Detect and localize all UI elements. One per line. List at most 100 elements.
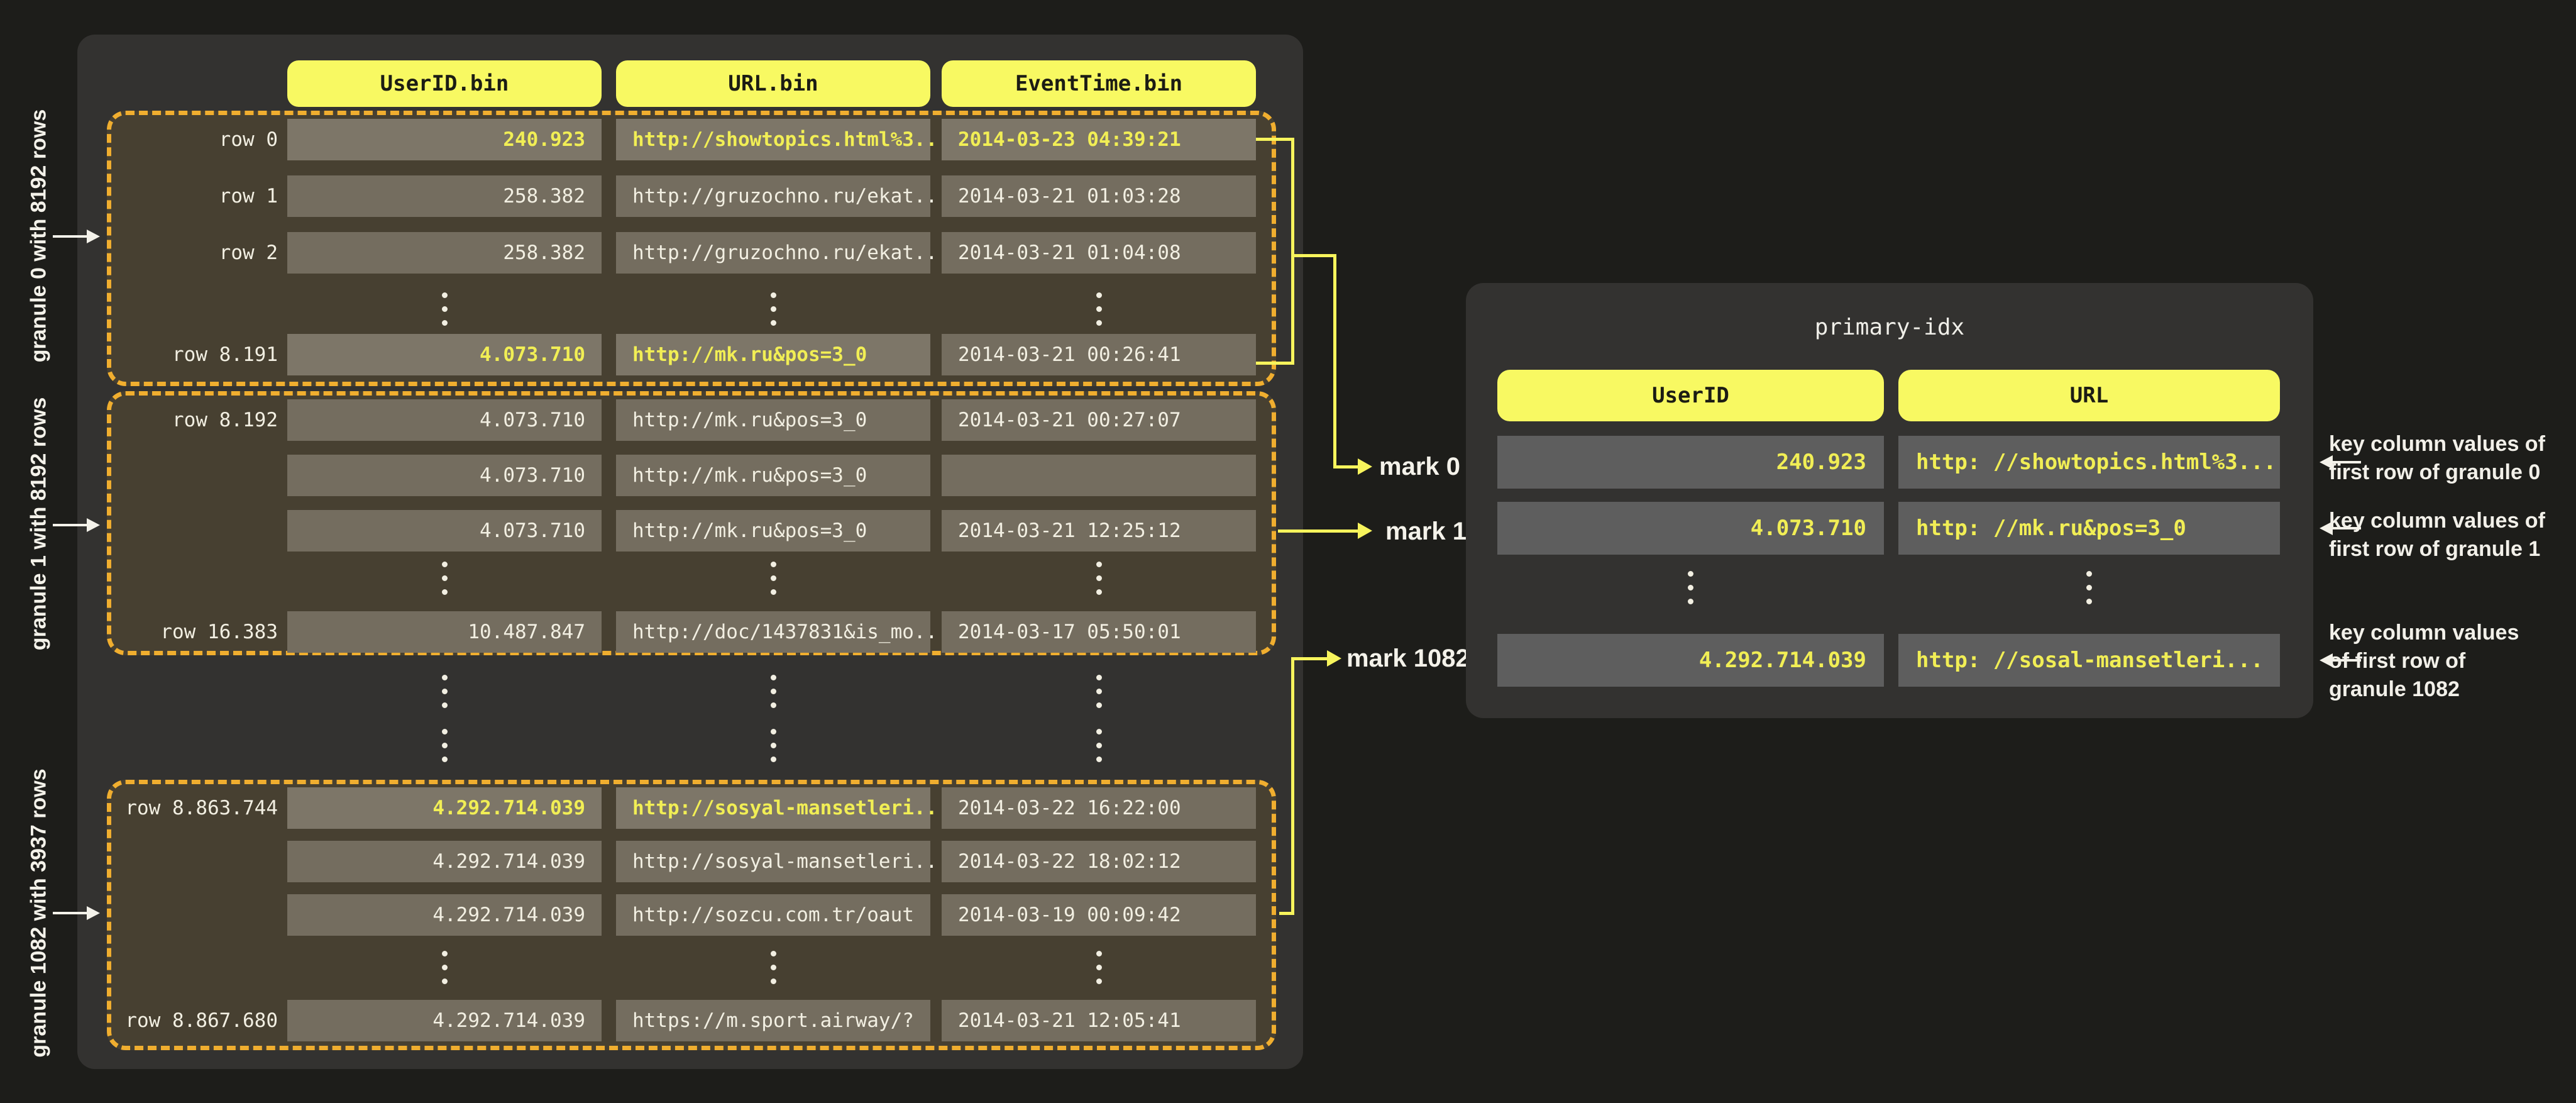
annotation-line: key column values of <box>2329 507 2545 535</box>
ellipsis-dots <box>942 670 1256 712</box>
granule-1082-arrow-icon <box>87 906 100 920</box>
column-header-url-bin: URL.bin <box>616 60 930 107</box>
cell-url: https://m.sport.airway/? <box>616 1000 930 1041</box>
index-cell-url: http: //showtopics.html%3... <box>1898 436 2280 489</box>
table-row: row 2 258.382 http://gruzochno.ru/ekat..… <box>0 232 2576 274</box>
annotation-line: of first row of <box>2329 647 2519 675</box>
mark0-row8191-stub <box>1256 362 1294 365</box>
ellipsis-dots <box>942 288 1256 330</box>
ellipsis-dots <box>287 288 602 330</box>
cell-userid: 4.073.710 <box>287 510 602 552</box>
row-label: row 8.863.744 <box>107 787 278 829</box>
mark1082-arrow-line <box>1291 657 1328 660</box>
cell-userid: 4.073.710 <box>287 455 602 496</box>
granule-0-side-label: granule 0 with 8192 rows <box>27 109 52 362</box>
cell-url: http://sosyal-mansetleri... <box>616 841 930 882</box>
mark1082-label: mark 1082 <box>1346 646 1470 671</box>
mark0-arrow-icon <box>1358 458 1372 475</box>
ellipsis-dots <box>616 557 930 599</box>
cell-eventtime: 2014-03-22 16:22:00 <box>942 787 1256 829</box>
mark0-label: mark 0 <box>1379 454 1460 479</box>
index-cell-url: http: //mk.ru&pos=3_0 <box>1898 502 2280 555</box>
row-label: row 1 <box>107 175 278 217</box>
ellipsis-dots <box>942 557 1256 599</box>
annotation-line: first row of granule 0 <box>2329 458 2545 487</box>
mark0-drop <box>1333 254 1336 468</box>
cell-userid: 4.292.714.039 <box>287 1000 602 1041</box>
ellipsis-dots <box>287 946 602 988</box>
cell-url: http://gruzochno.ru/ekat... <box>616 175 930 217</box>
granule-1-arrow-icon <box>87 518 100 532</box>
ellipsis-dots <box>287 557 602 599</box>
annotation-line: key column values of <box>2329 430 2545 458</box>
cell-eventtime: 2014-03-21 12:05:41 <box>942 1000 1256 1041</box>
cell-userid: 240.923 <box>287 119 602 160</box>
annotation-granule-0: key column values of first row of granul… <box>2329 430 2545 487</box>
cell-url: http://mk.ru&pos=3_0 <box>616 334 930 375</box>
cell-userid: 4.292.714.039 <box>287 841 602 882</box>
table-row: row 8.867.680 4.292.714.039 https://m.sp… <box>0 1000 2576 1041</box>
table-row: 4.292.714.039 http://sozcu.com.tr/oaut 2… <box>0 894 2576 936</box>
ellipsis-dots <box>287 670 602 712</box>
cell-eventtime: 2014-03-22 18:02:12 <box>942 841 1256 882</box>
ellipsis-dots <box>1497 567 1884 608</box>
cell-url: http://sosyal-mansetleri... <box>616 787 930 829</box>
table-row: row 1 258.382 http://gruzochno.ru/ekat..… <box>0 175 2576 217</box>
ellipsis-dots <box>616 724 930 766</box>
row-label: row 16.383 <box>107 611 278 653</box>
mark0-bracket <box>1291 138 1294 365</box>
cell-url: http://mk.ru&pos=3_0 <box>616 455 930 496</box>
ellipsis-dots <box>287 724 602 766</box>
index-cell-url: http: //sosal-mansetleri... <box>1898 634 2280 687</box>
granule-1-arrow-line <box>53 524 87 526</box>
row-label: row 8.191 <box>107 334 278 375</box>
mark0-takeoff <box>1291 254 1336 257</box>
mark1-arrow-icon <box>1358 523 1372 539</box>
ellipsis-dots <box>616 946 930 988</box>
table-row: 4.292.714.039 http://sosyal-mansetleri..… <box>0 841 2576 882</box>
annotation-line: key column values <box>2329 619 2519 647</box>
annotation-granule-1082: key column values of first row of granul… <box>2329 619 2519 704</box>
granule-1-side-label: granule 1 with 8192 rows <box>27 397 52 650</box>
granule-0-arrow-line <box>53 235 87 238</box>
row-label: row 2 <box>107 232 278 274</box>
cell-eventtime: 2014-03-17 05:50:01 <box>942 611 1256 653</box>
index-column-header-userid: UserID <box>1497 370 1884 421</box>
ellipsis-dots <box>616 288 930 330</box>
cell-url: http://showtopics.html%3... <box>616 119 930 160</box>
cell-userid: 4.073.710 <box>287 399 602 441</box>
mark1082-riser <box>1291 657 1294 915</box>
row-label: row 0 <box>107 119 278 160</box>
cell-eventtime-empty <box>942 455 1256 496</box>
granule-1082-side-label: granule 1082 with 3937 rows <box>27 768 52 1057</box>
cell-userid: 4.292.714.039 <box>287 894 602 936</box>
ellipsis-dots <box>616 670 930 712</box>
cell-url: http://gruzochno.ru/ekat... <box>616 232 930 274</box>
cell-eventtime: 2014-03-21 01:04:08 <box>942 232 1256 274</box>
row-label: row 8.192 <box>107 399 278 441</box>
row-label: row 8.867.680 <box>107 1000 278 1041</box>
cell-eventtime: 2014-03-23 04:39:21 <box>942 119 1256 160</box>
cell-eventtime: 2014-03-21 01:03:28 <box>942 175 1256 217</box>
cell-eventtime: 2014-03-21 00:27:07 <box>942 399 1256 441</box>
mark1-arrow-line <box>1278 529 1358 533</box>
ellipsis-dots <box>942 724 1256 766</box>
cell-userid: 258.382 <box>287 175 602 217</box>
cell-userid: 258.382 <box>287 232 602 274</box>
cell-url: http://mk.ru&pos=3_0 <box>616 510 930 552</box>
cell-eventtime: 2014-03-21 12:25:12 <box>942 510 1256 552</box>
annotation-granule-1: key column values of first row of granul… <box>2329 507 2545 563</box>
mark0-row0-stub <box>1256 138 1294 141</box>
cell-url: http://sozcu.com.tr/oaut <box>616 894 930 936</box>
column-header-eventtime-bin: EventTime.bin <box>942 60 1256 107</box>
annotation-line: first row of granule 1 <box>2329 535 2545 563</box>
cell-eventtime: 2014-03-19 00:09:42 <box>942 894 1256 936</box>
cell-userid: 10.487.847 <box>287 611 602 653</box>
cell-url: http://doc/1437831&is_mo... <box>616 611 930 653</box>
mark1082-arrow-icon <box>1327 650 1341 667</box>
granule-1082-arrow-line <box>53 912 87 914</box>
index-cell-userid: 4.292.714.039 <box>1497 634 1884 687</box>
cell-eventtime: 2014-03-21 00:26:41 <box>942 334 1256 375</box>
cell-userid: 4.073.710 <box>287 334 602 375</box>
index-cell-userid: 240.923 <box>1497 436 1884 489</box>
